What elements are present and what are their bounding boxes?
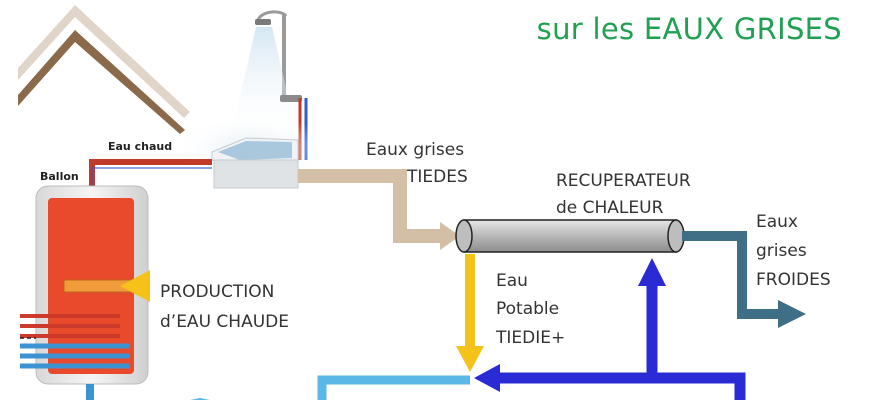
grey-water-warm-label-2: TIEDES: [407, 167, 468, 187]
potable-water-label-3: TIEDIE+: [496, 328, 566, 348]
house-roof: [18, 5, 190, 134]
hot-water-tank: [20, 185, 149, 400]
production-label-2: d’EAU CHAUDE: [160, 312, 289, 332]
grey-water-cold-label-1: Eaux: [756, 212, 798, 232]
recuperator-label-1: RECUPERATEUR: [556, 171, 691, 191]
recuperator-label-2: de CHALEUR: [556, 198, 664, 218]
potable-tepid-pipe: [456, 254, 484, 372]
grey-water-warm-label-1: Eaux grises: [366, 140, 465, 160]
grey-water-cold-pipe: [682, 231, 806, 328]
grey-water-warm-pipe: [298, 169, 460, 250]
page-title: sur les EAUX GRISES: [536, 12, 842, 46]
potable-water-label-2: Potable: [496, 299, 560, 319]
cold-supply-pipe: [474, 258, 746, 400]
potable-water-label-1: Eau: [496, 271, 528, 291]
production-arrow: [120, 270, 150, 302]
grey-water-cold-label-3: FROIDES: [756, 270, 831, 290]
production-label-1: PRODUCTION: [160, 282, 275, 302]
tank-label: Ballon: [40, 170, 79, 183]
hot-water-pipe: [89, 159, 212, 190]
recuperator-cylinder: [455, 219, 685, 253]
light-blue-pipe: [317, 375, 470, 400]
grey-water-cold-label-2: grises: [756, 241, 807, 261]
hot-water-label: Eau chaud: [108, 140, 173, 153]
